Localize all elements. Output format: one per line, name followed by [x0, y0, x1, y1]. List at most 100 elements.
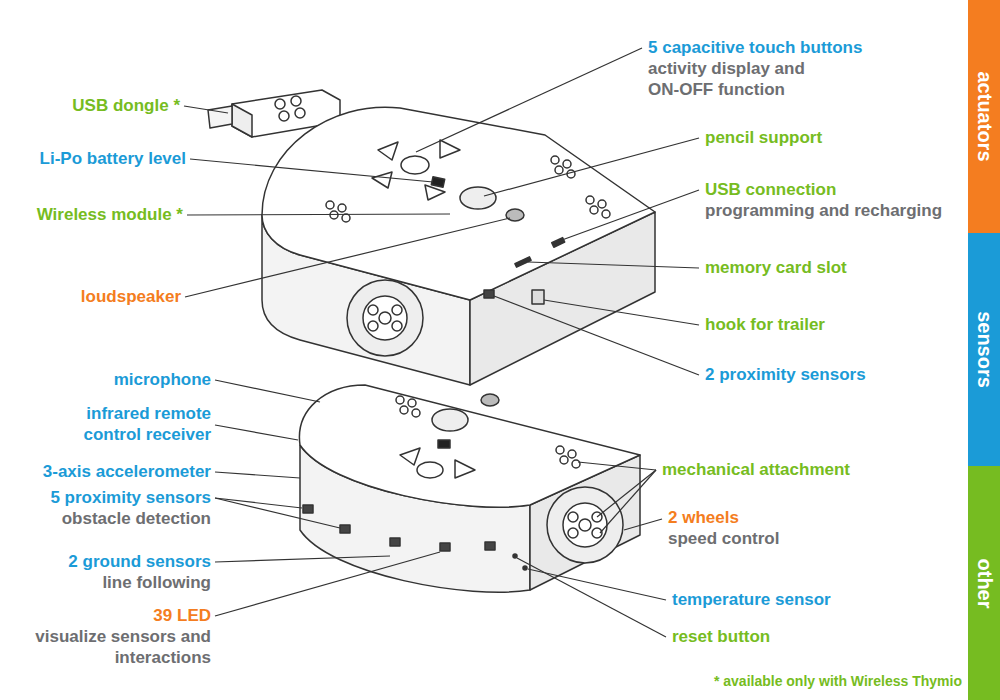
wheel-hole — [568, 528, 578, 538]
leader-line — [484, 138, 699, 196]
button-cluster — [563, 160, 571, 168]
leader-line — [215, 380, 320, 402]
touch-button — [440, 140, 460, 158]
button-cluster — [586, 196, 594, 204]
part-label: 2 proximity sensors — [705, 364, 866, 385]
proximity-sensor — [340, 525, 350, 533]
button-cluster — [338, 204, 346, 212]
wheel-hole — [379, 312, 391, 324]
proximity-sensor — [390, 538, 400, 546]
touch-button — [401, 156, 429, 174]
dongle-plug — [208, 106, 232, 128]
part-label: 5 proximity sensors — [50, 487, 211, 508]
leader-line — [544, 300, 699, 325]
wheel-hole — [368, 305, 378, 315]
leader-line — [215, 498, 302, 508]
touch-button — [417, 462, 443, 478]
leader-line — [416, 48, 642, 152]
battery-indicator — [438, 440, 450, 448]
part-label: USB dongle * — [72, 95, 180, 116]
leader-line — [578, 462, 656, 470]
wheel-hole — [568, 512, 578, 522]
proximity-sensor — [485, 542, 495, 550]
part-label: Wireless module * — [37, 204, 183, 225]
part-label: USB connection — [705, 179, 836, 200]
description-label: speed control — [668, 528, 779, 549]
button-cluster — [408, 399, 416, 407]
dongle-button — [279, 111, 289, 121]
legend-swatch: sensors — [968, 233, 1000, 466]
dongle-side — [232, 104, 252, 137]
reset-button — [513, 554, 517, 558]
leader-line — [528, 262, 699, 268]
wheel-hole — [368, 321, 378, 331]
leader-line — [215, 425, 298, 440]
button-cluster — [560, 456, 568, 464]
leader-line — [215, 498, 340, 528]
touch-button — [455, 460, 475, 478]
part-label: hook for trailer — [705, 314, 825, 335]
leader-line — [215, 552, 440, 616]
robot-top-face — [262, 107, 655, 300]
description-label: programming and recharging — [705, 200, 942, 221]
leader-line — [215, 556, 390, 562]
part-label: 5 capacitive touch buttons — [648, 37, 862, 58]
leader-line — [215, 472, 300, 478]
button-cluster — [590, 206, 598, 214]
part-label: microphone — [114, 369, 211, 390]
footnote: * available only with Wireless Thymio — [714, 672, 962, 690]
description-label: line following — [102, 572, 211, 593]
touch-button — [400, 448, 420, 465]
legend-swatch: other — [968, 466, 1000, 700]
button-cluster — [326, 201, 334, 209]
leader-line — [597, 470, 656, 517]
button-cluster — [568, 450, 576, 458]
button-cluster — [556, 446, 564, 454]
part-label: loudspeaker — [81, 286, 181, 307]
leader-line — [187, 214, 450, 215]
button-cluster — [412, 409, 420, 417]
part-label: 3-axis accelerometer — [43, 461, 211, 482]
button-cluster — [572, 460, 580, 468]
legend-text: sensors — [973, 311, 996, 388]
part-label: 2 wheels — [668, 507, 739, 528]
description-label: activity display and ON-OFF function — [648, 58, 838, 100]
legend-swatch: actuators — [968, 0, 1000, 233]
part-label: Li-Po battery level — [40, 148, 186, 169]
dongle-button — [275, 99, 285, 109]
pencil-hole — [432, 409, 468, 431]
leader-line — [494, 296, 699, 375]
wheel-hub — [563, 503, 607, 547]
leader-line — [528, 569, 666, 600]
speaker-grid — [481, 394, 499, 406]
part-label: pencil support — [705, 127, 822, 148]
leader-line — [190, 159, 433, 182]
button-cluster — [342, 214, 350, 222]
wheel-hole — [392, 305, 402, 315]
leader-line — [185, 218, 510, 297]
wheel-hole — [579, 519, 591, 531]
part-label: reset button — [672, 626, 770, 647]
trailer-hook — [532, 290, 544, 304]
leader-line — [624, 519, 662, 530]
touch-button — [372, 172, 392, 188]
part-label: temperature sensor — [672, 589, 831, 610]
part-label: memory card slot — [705, 257, 847, 278]
speaker-grid — [506, 209, 524, 221]
description-label: obstacle detection — [62, 508, 211, 529]
rear-sensor — [484, 290, 494, 298]
temperature-sensor — [523, 566, 527, 570]
legend-text: other — [973, 558, 996, 608]
leader-line — [562, 190, 699, 240]
wheel-hole — [392, 321, 402, 331]
part-label: infrared remote control receiver — [41, 403, 211, 445]
button-cluster — [551, 156, 559, 164]
button-cluster — [400, 406, 408, 414]
leader-line — [517, 558, 666, 637]
part-label: mechanical attachment — [662, 459, 850, 480]
description-label: visualize sensors and interactions — [26, 626, 211, 668]
button-cluster — [598, 200, 606, 208]
wheel — [547, 487, 623, 563]
pencil-hole — [460, 187, 496, 209]
